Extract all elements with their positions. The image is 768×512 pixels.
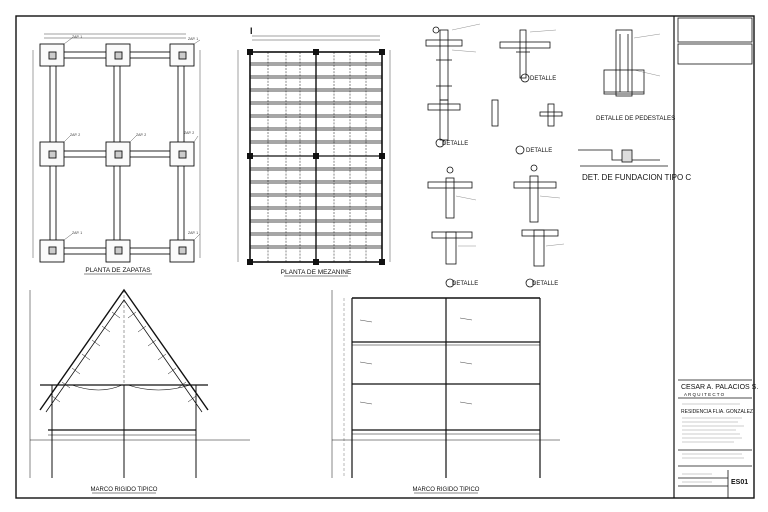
architect-name: CESAR A. PALACIOS S.	[681, 384, 758, 391]
footing-plan-title: PLANTA DE ZAPATAS	[85, 267, 151, 274]
sheet-border	[15, 15, 755, 499]
rigid-frame-left	[29, 288, 250, 478]
detail-label: DETALLE	[442, 141, 468, 147]
footing-plan: ZAP. 1 ZAP. 1 ZAP. 2 ZAP. 2 ZAP. 2 ZAP. …	[32, 33, 201, 275]
architect-subtitle: A R Q U I T E C T O	[684, 392, 725, 397]
connection-details	[425, 26, 668, 288]
footing-label: ZAP. 1	[188, 37, 198, 41]
footing-label: ZAP. 1	[188, 231, 198, 235]
detail-label: DETALLE	[530, 76, 556, 82]
mezzanine-plan-title: PLANTA DE MEZANINE	[281, 269, 352, 276]
mezzanine-plan: I	[237, 26, 391, 277]
footing-label: ZAP. 1	[72, 35, 82, 39]
rigid-frame-right	[331, 290, 560, 478]
title-block	[677, 17, 753, 498]
footing-label: ZAP. 2	[70, 133, 80, 137]
rigid-frame-right-title: MARCO RIGIDO TIPICO	[413, 487, 480, 493]
rigid-frame-left-title: MARCO RIGIDO TIPICO	[91, 487, 158, 493]
detail-label: DETALLE	[452, 281, 478, 287]
sheet-number: ES01	[731, 479, 748, 486]
footing-label: ZAP. 2	[184, 131, 194, 135]
detail-label: DETALLE	[526, 148, 552, 154]
pedestal-detail-title: DETALLE DE PEDESTALES	[596, 115, 675, 122]
footing-label: ZAP. 1	[72, 231, 82, 235]
footing-label: ZAP. 2	[136, 133, 146, 137]
detail-label: DETALLE	[532, 281, 558, 287]
grid-mark: I	[250, 26, 253, 36]
project-name: RESIDENCIA FLIA. GONZALEZ	[681, 409, 753, 415]
foundation-detail-title: DET. DE FUNDACION TIPO C	[582, 173, 691, 182]
